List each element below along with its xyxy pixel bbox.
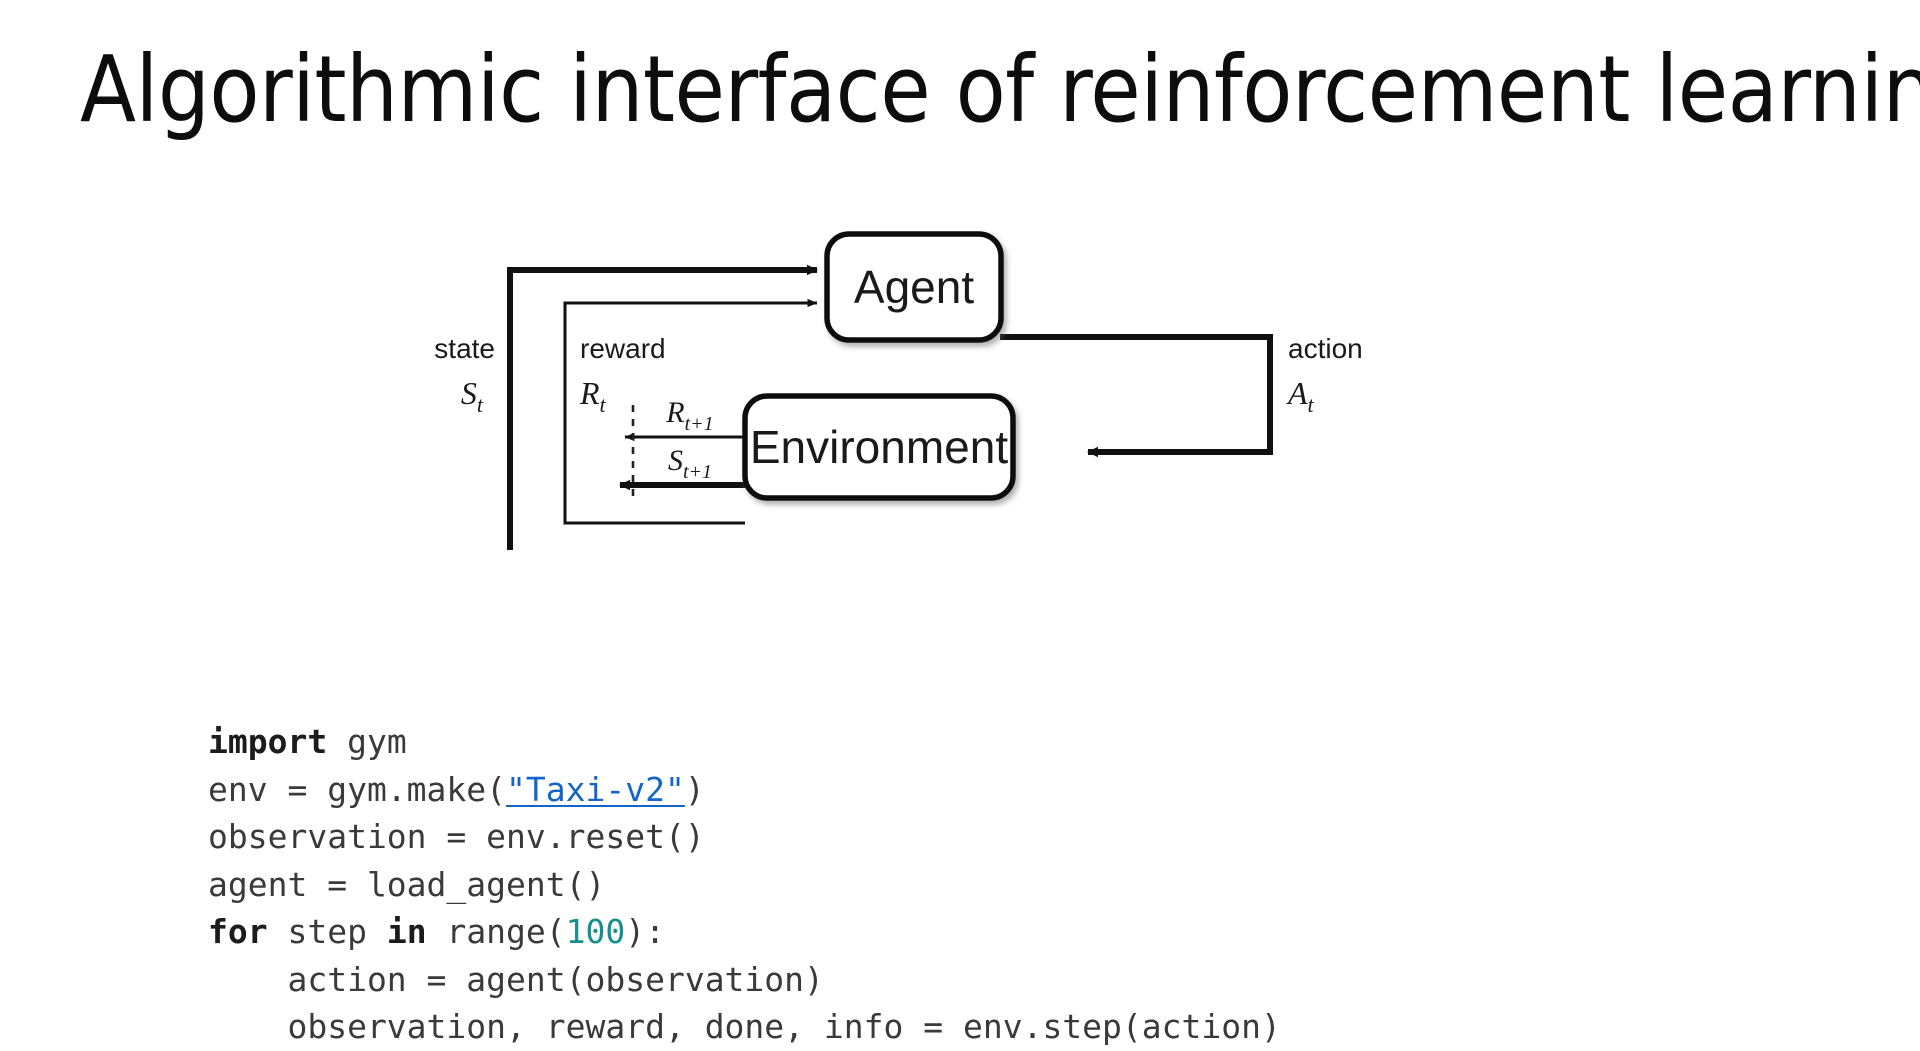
code-text: ) [684,769,705,809]
action-label: action [1288,333,1363,364]
code-text: gym [327,722,407,761]
page-title: Algorithmic interface of reinforcement l… [80,36,1920,143]
state-symbol: St [461,375,484,417]
environment-box [742,393,1016,501]
rl-loop-diagram: Agent Environment state St reward Rt act… [0,190,1920,550]
agent-box [824,231,1004,343]
code-snippet: import gym env = gym.make("Taxi-v2") obs… [208,718,1281,1051]
code-text: observation = env.reset() [208,817,705,856]
code-text: step [267,912,387,951]
agent-environment-diagram: Agent Environment state St reward Rt act… [434,231,1363,550]
code-keyword: in [386,912,427,951]
code-line: env = gym.make("Taxi-v2") [208,766,1281,814]
code-text: range( [426,912,566,951]
action-symbol: At [1286,375,1315,417]
code-keyword: for [208,912,268,951]
code-text: action = agent(observation) [208,959,824,999]
code-line: for step in range(100): [208,908,1281,956]
environment-label: Environment [750,421,1008,473]
agent-node: Agent [824,231,1004,343]
reward-next-symbol: Rt+1 [665,396,713,435]
state-label: state [434,333,495,364]
code-text: agent = load_agent() [208,864,606,904]
code-text: env = gym.make( [208,769,507,809]
code-text: observation, reward, done, info = env.st… [208,1007,1281,1046]
agent-label: Agent [854,261,974,313]
action-label-group: action At [1286,333,1363,417]
edge-state-path [507,264,818,550]
reward-label-group: reward Rt [579,333,666,417]
env-id-link[interactable]: "Taxi-v2" [506,769,685,809]
code-text: ): [625,912,666,951]
edge-reward-path [563,298,818,525]
code-line: observation = env.reset() [208,813,1281,861]
code-line: action = agent(observation) [208,956,1281,1004]
environment-node: Environment [742,393,1016,501]
code-line: agent = load_agent() [208,861,1281,909]
state-label-group: state St [434,333,495,417]
state-next-symbol: St+1 [668,444,712,483]
code-keyword: import [208,722,328,761]
code-line: import gym [208,718,1281,766]
code-number: 100 [565,912,626,951]
reward-symbol: Rt [579,375,607,417]
reward-label: reward [580,333,666,364]
edge-action-path [1000,334,1273,458]
code-line: observation, reward, done, info = env.st… [208,1003,1281,1051]
